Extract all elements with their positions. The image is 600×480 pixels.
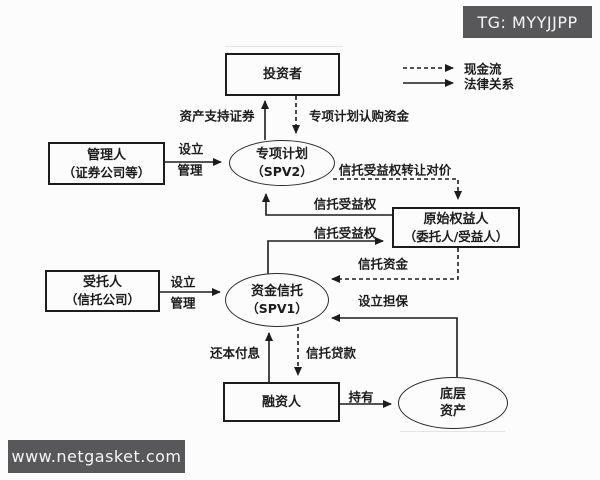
node-financier: 融资人: [223, 382, 340, 422]
edge-label-trust-loan: 信托贷款: [305, 345, 357, 361]
edge-label-establish-1: 设立: [178, 141, 204, 157]
edge-label-abs-securities: 资产支持证券: [179, 108, 255, 124]
edge-asset-to-spv1-guarantee: [331, 314, 458, 377]
edge-label-beneficiary-to-holder: 信托受益权: [313, 225, 377, 241]
edge-label-manage-1: 管理: [177, 162, 203, 178]
tg-badge: TG: MYYJJPP: [463, 6, 592, 38]
node-original-holder-label: 原始权益人: [423, 211, 489, 227]
edge-label-transfer-price: 信托受益权转让对价: [338, 162, 452, 178]
edge-holder-to-spv1-funds: [331, 248, 459, 283]
node-underlying-asset-label: 底层: [439, 387, 466, 402]
legend-legal-relation-label: 法律关系: [464, 76, 515, 92]
edge-label-establish-2: 设立: [170, 274, 196, 290]
edge-label-subscription: 专项计划认购资金: [308, 108, 410, 124]
artifact-line-top: [225, 46, 343, 47]
legend-cash-flow-label: 现金流: [464, 61, 502, 77]
node-spv2: 专项计划 （SPV2）: [229, 140, 335, 186]
node-investors: 投资者: [225, 53, 340, 96]
node-manager-sublabel: （证券公司等）: [62, 164, 151, 180]
node-spv2-sublabel: （SPV2）: [251, 164, 313, 179]
node-original-holder: 原始权益人 （委托人/受益人）: [392, 207, 520, 248]
node-spv2-label: 专项计划: [255, 147, 308, 162]
node-underlying-asset: 底层 资产: [398, 377, 508, 429]
edge-label-hold: 持有: [348, 389, 374, 405]
edge-label-guarantee: 设立担保: [357, 293, 409, 309]
node-manager: 管理人 （证券公司等）: [48, 142, 165, 185]
node-original-holder-sublabel: （委托人/受益人）: [403, 228, 509, 244]
edge-holder-to-spv2: [262, 193, 392, 216]
node-manager-label: 管理人: [86, 147, 126, 163]
artifact-line-bottom: [400, 431, 505, 432]
node-trustee-label: 受托人: [82, 275, 122, 290]
edge-label-repay-principal: 还本付息: [209, 345, 261, 361]
edge-label-beneficiary-to-spv2: 信托受益权: [313, 196, 377, 212]
edge-spv1-to-holder: [267, 237, 384, 274]
node-investors-label: 投资者: [262, 67, 302, 82]
watermark-text: www.netgasket.com: [11, 447, 182, 466]
node-trustee: 受托人 （信托公司）: [45, 270, 160, 312]
node-underlying-asset-sublabel: 资产: [439, 404, 466, 419]
node-spv1: 资金信托 （SPV1）: [225, 273, 329, 327]
edge-label-trust-funds: 信托资金: [357, 256, 409, 272]
watermark-badge: www.netgasket.com: [8, 440, 185, 473]
tg-badge-text: TG: MYYJJPP: [477, 12, 578, 32]
node-trustee-sublabel: （信托公司）: [64, 292, 140, 307]
node-financier-label: 融资人: [261, 394, 301, 410]
edge-label-manage-2: 管理: [170, 295, 196, 311]
node-spv1-label: 资金信托: [250, 284, 303, 299]
node-spv1-sublabel: （SPV1）: [246, 301, 308, 316]
